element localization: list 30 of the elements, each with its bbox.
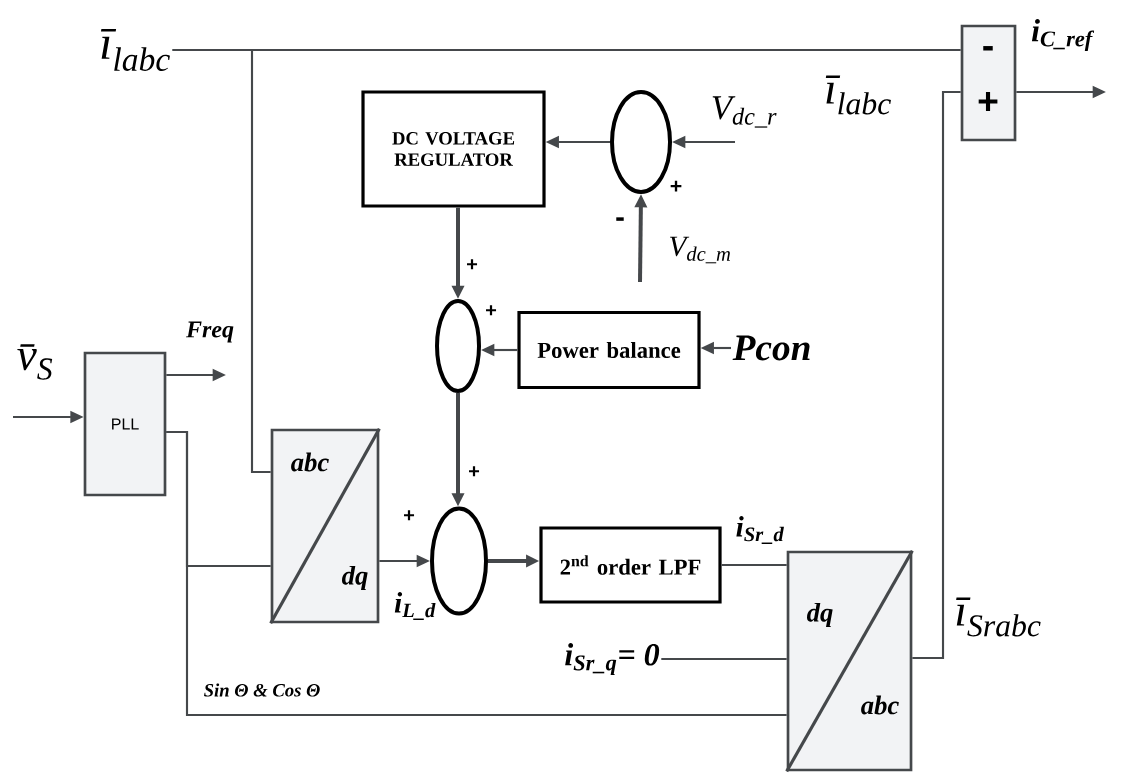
sign-label: +: [404, 510, 415, 521]
summing-junction: [610, 90, 672, 194]
connector-line: [172, 48, 961, 52]
signal-label: i$_{Sr_d}$: [736, 516, 784, 544]
regulator-box: DC VOLTAGE REGULATOR: [361, 90, 546, 208]
signal-label: Freq: [186, 321, 234, 343]
signal-label: ī$_{labc}$: [825, 75, 891, 115]
signal-label: ī$_{Srabc}$: [956, 597, 1041, 637]
input-label: Pcon: [732, 335, 810, 361]
sign-label: +: [670, 180, 682, 192]
connector-line: [721, 563, 787, 567]
input-label: i$_{Sr_q}$= 0: [565, 643, 660, 675]
connector-line: [661, 657, 787, 661]
summing-junction: [435, 299, 481, 393]
sign-label: +: [467, 259, 478, 270]
filter-box: 2$^{nd}$ order LPF: [539, 526, 722, 604]
connector-line: [912, 90, 961, 660]
sign-label: +: [486, 305, 497, 316]
process-box: Power balance: [517, 310, 701, 390]
subtractor-block: - +: [960, 24, 1017, 142]
connector-line: [166, 430, 787, 717]
pll-block: PLL: [83, 351, 167, 497]
sign-label: -: [616, 217, 624, 221]
transform-block: dq abc: [785, 549, 914, 773]
sign-label: +: [469, 466, 480, 477]
transform-block: abc dq: [269, 427, 381, 625]
signal-label: V$_{dc_m}$: [670, 236, 730, 264]
signal-label: Sin Θ & Cos Θ: [204, 683, 320, 697]
signal-label: ī$_{labc}$: [100, 29, 170, 71]
signal-label: i$_{L_d}$: [394, 592, 436, 620]
